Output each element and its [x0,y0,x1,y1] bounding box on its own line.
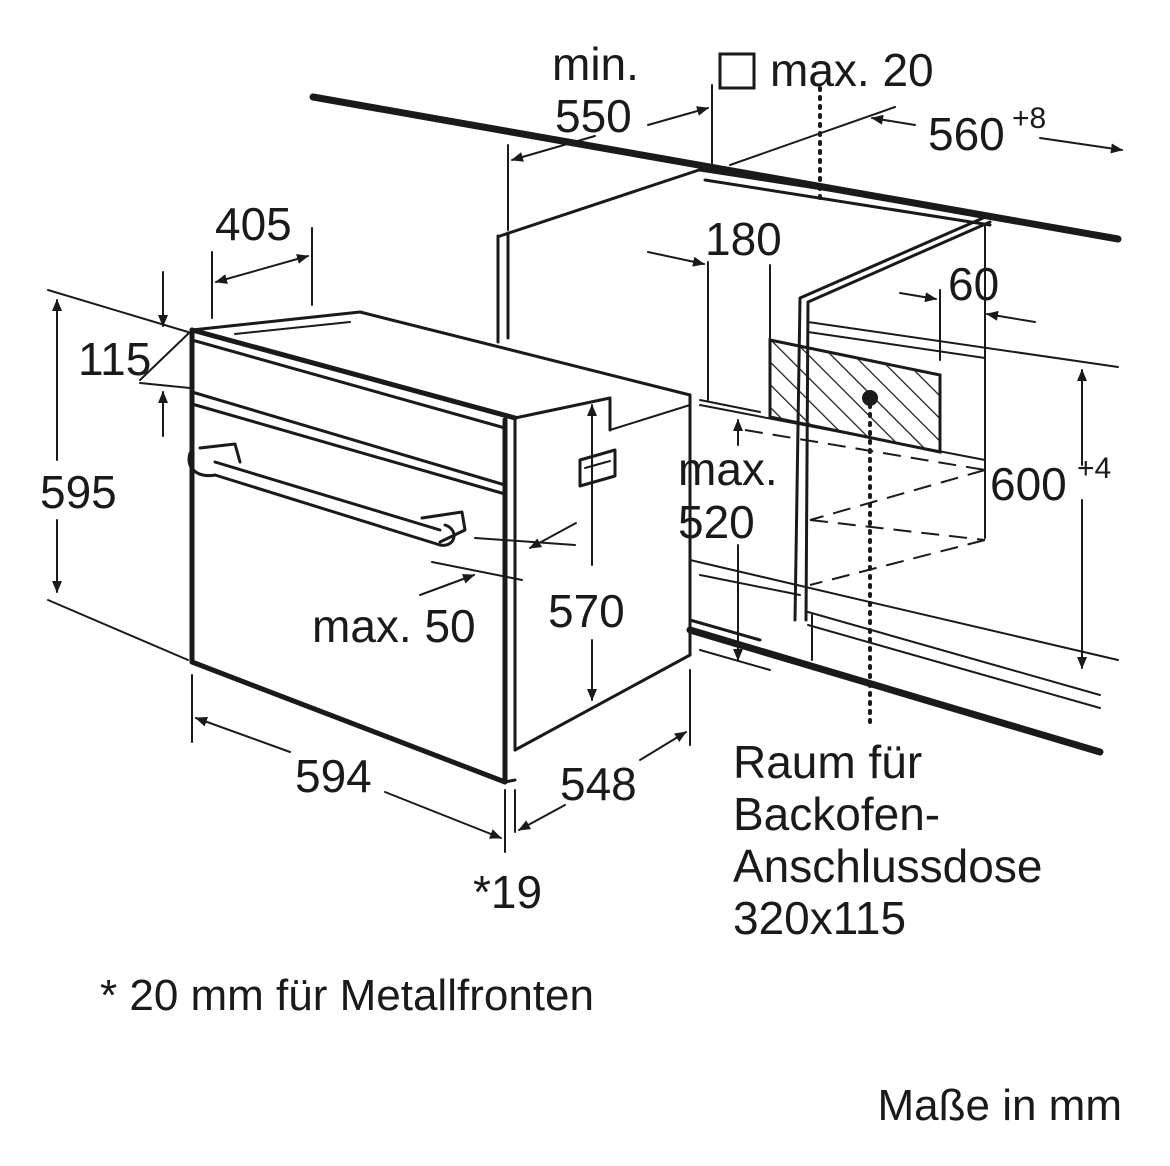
units-note: Maße in mm [878,1081,1122,1130]
socket-area [768,86,942,727]
label-min: min. [552,38,639,90]
dimension-labels: min. 550 max. 20 560 +8 405 180 60 115 5… [40,38,1111,918]
label-405: 405 [215,198,292,250]
label-548: 548 [560,758,637,810]
footnote: * 20 mm für Metallfronten [100,971,594,1020]
worktop [309,93,1122,243]
label-560-tol: +8 [1012,102,1046,135]
label-max20: max. 20 [770,44,934,96]
socket-note-line-2: Backofen- [733,788,940,840]
label-115: 115 [78,333,151,385]
label-180: 180 [705,213,782,265]
oven-handle [187,442,467,547]
label-600-tol: +4 [1077,452,1111,485]
label-550: 550 [555,90,632,142]
label-max: max. [678,443,778,495]
label-600: 600 [990,458,1067,510]
label-560: 560 [928,108,1005,160]
niche-dashed-outline [744,429,986,586]
label-570: 570 [548,585,625,637]
socket-note-line-3: Anschlussdose [733,840,1042,892]
dimension-lines [47,84,1123,853]
socket-note-line-1: Raum für [733,736,922,788]
label-595: 595 [40,466,117,518]
label-60: 60 [948,258,999,310]
label-594: 594 [295,750,372,802]
socket-note-line-4: 320x115 [733,892,906,944]
square-icon [718,52,756,90]
socket-note: Raum für Backofen- Anschlussdose 320x115 [733,736,1042,944]
label-max50: max. 50 [312,600,476,652]
socket-point [862,390,878,406]
oven [189,310,692,785]
label-520: 520 [678,496,755,548]
label-19: *19 [473,866,542,918]
